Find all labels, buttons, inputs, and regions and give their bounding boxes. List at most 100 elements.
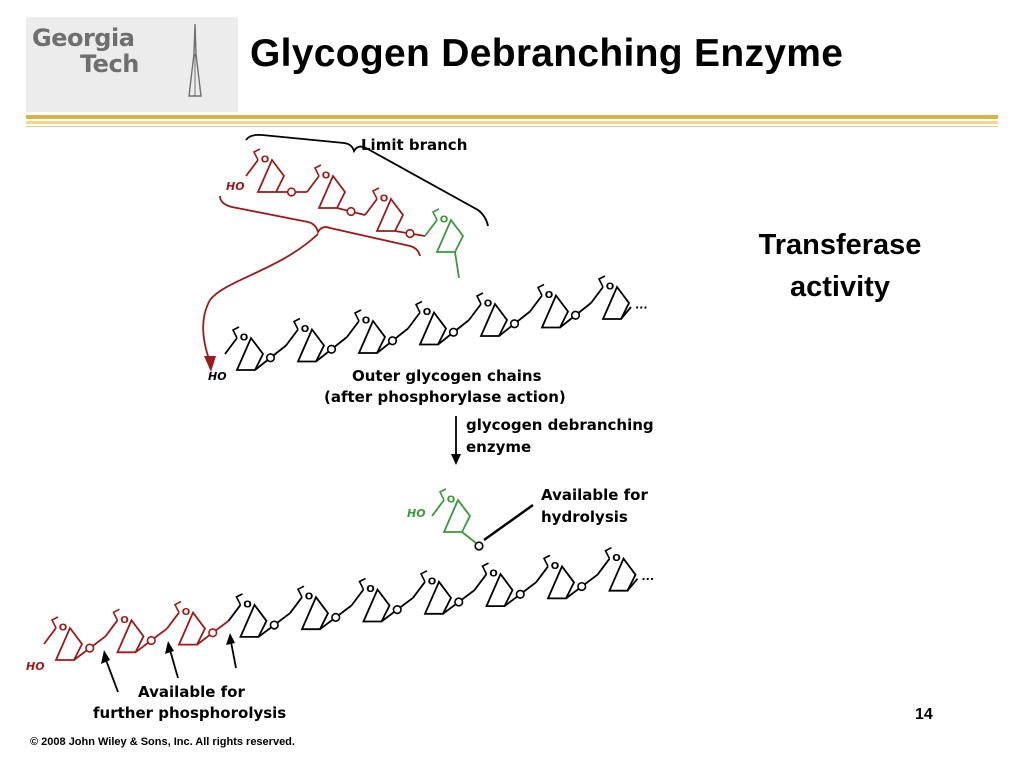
bottom-black-ring-ch2oh — [542, 554, 551, 567]
limit-branch-link-oxygen — [346, 206, 356, 217]
logo-line-1: Georgia — [32, 24, 135, 52]
enzyme-arrowhead — [451, 454, 461, 465]
bottom-black-ring-ch2oh — [604, 546, 612, 560]
phosphorolysis-arrow-3 — [230, 641, 237, 669]
released-glucose-ring-ch2oh — [438, 488, 447, 501]
phosphorolysis-arrowhead-3 — [226, 633, 235, 645]
limit-branch-link-oxygen — [286, 187, 297, 197]
enzyme-label-2: enzyme — [466, 438, 531, 456]
page-title: Glycogen Debranching Enzyme — [250, 32, 844, 75]
limit-branch-ring-ring-oxygen: O — [261, 155, 270, 166]
bottom-black-ring-ch2oh — [235, 593, 243, 606]
released-glucose-ho: HO — [407, 507, 426, 520]
outer-chains-label-1: Outer glycogen chains — [352, 367, 542, 385]
bottom-chain-link-oxygen — [85, 643, 95, 653]
phosphorolysis-arrowhead-1 — [101, 650, 110, 664]
branch-green-ring-ch2oh — [431, 208, 440, 221]
limit-branch-bracket — [245, 133, 489, 227]
outer-chain-link-oxygen — [448, 327, 459, 337]
bottom-chain-link-oxygen — [577, 581, 587, 592]
bottom-black-ring-ch2oh — [296, 585, 305, 598]
outer-chains-label-2: (after phosphorylase action) — [324, 388, 566, 406]
transfer-bracket — [219, 195, 421, 257]
outer-chain-link-oxygen — [509, 319, 520, 329]
limit-branch-link-oxygen — [405, 228, 415, 239]
limit-branch-ring-ring-oxygen: O — [322, 171, 331, 182]
phosphorolysis-arrow-1 — [105, 659, 119, 693]
title-rule — [26, 115, 998, 119]
hydrolysis-label-2: hydrolysis — [541, 508, 628, 526]
bottom-black-ring-ring-oxygen: O — [366, 584, 375, 595]
page-number: 14 — [915, 706, 933, 723]
enzyme-label-1: glycogen debranching — [466, 416, 654, 434]
bottom-red-ring-ch2oh — [50, 616, 59, 629]
bottom-red-ring-ch2oh — [112, 608, 120, 621]
outer-chain-ring-ch2oh — [292, 317, 301, 330]
branch-green-ring-ring-oxygen: O — [440, 215, 449, 226]
bottom-chain-ho: HO — [26, 660, 45, 673]
bottom-chain-link-oxygen — [392, 605, 402, 615]
bottom-black-ring-ring-oxygen: O — [489, 569, 498, 580]
limit-branch-label: Limit branch — [361, 136, 467, 154]
green-to-chain-link — [454, 251, 460, 279]
limit-branch-ho: HO — [226, 180, 245, 193]
logo-line-2: Tech — [80, 50, 139, 78]
bottom-black-ring-ch2oh — [419, 570, 428, 583]
bottom-black-ring-ring-oxygen: O — [428, 576, 437, 587]
logo-tower-icon — [188, 24, 202, 97]
side-caption-line-1: Transferase — [758, 229, 922, 261]
hydrolysis-site-oxygen — [474, 541, 484, 551]
bottom-chain-ellipsis: ··· — [642, 573, 655, 586]
outer-chain-ring-ring-oxygen: O — [484, 299, 493, 310]
bottom-red-ring-ch2oh — [173, 600, 182, 613]
limit-branch-ring-ch2oh — [313, 164, 322, 177]
transfer-arrowhead — [204, 356, 216, 372]
bottom-black-ring-ch2oh — [481, 562, 489, 575]
bottom-red-ring-ring-oxygen: O — [59, 623, 68, 634]
hydrolysis-label-1: Available for — [541, 486, 648, 504]
released-glucose-bond — [461, 531, 477, 544]
bottom-chain-link-oxygen — [208, 628, 218, 638]
limit-branch-ring-ch2oh — [252, 148, 261, 161]
outer-chain-ring-ch2oh — [414, 300, 423, 313]
phosphorolysis-arrow-2 — [169, 649, 179, 679]
bottom-black-ring-ring-oxygen: O — [551, 561, 560, 572]
side-caption-line-2: activity — [790, 271, 890, 303]
outer-chain-link-oxygen — [387, 336, 398, 346]
phosphorolysis-label-2: further phosphorolysis — [93, 704, 286, 722]
bottom-black-ring-ch2oh — [358, 577, 366, 590]
bottom-chain-link-oxygen — [269, 620, 279, 630]
copyright-notice: © 2008 John Wiley & Sons, Inc. All right… — [30, 736, 295, 748]
outer-chain-ring-ch2oh — [353, 309, 362, 322]
outer-chain-ellipsis: ··· — [635, 301, 648, 314]
released-glucose-ring-ring-oxygen: O — [447, 495, 456, 506]
title-rule-light — [26, 121, 998, 124]
bottom-chain-end — [626, 578, 639, 592]
outer-chain-end — [620, 306, 632, 320]
bottom-chain-link-oxygen — [331, 612, 341, 622]
hydrolysis-pointer — [483, 503, 534, 542]
bottom-chain-link-oxygen — [146, 635, 156, 646]
bottom-chain-link-oxygen — [515, 589, 525, 599]
side-caption: Transferase activity — [735, 224, 945, 308]
bottom-chain-link-oxygen — [454, 597, 464, 607]
outer-chain-ring-ring-oxygen: O — [362, 316, 371, 327]
phosphorolysis-arrowhead-2 — [165, 641, 174, 654]
outer-chain-link-oxygen — [326, 344, 337, 354]
transfer-arrow — [202, 233, 319, 363]
bottom-red-ring-ring-oxygen: O — [120, 615, 129, 626]
outer-chain-ring-ch2oh — [536, 283, 545, 296]
logo-box — [26, 17, 238, 112]
outer-chain-link-oxygen — [570, 310, 581, 320]
bottom-black-ring-ring-oxygen: O — [243, 599, 252, 610]
outer-chain-ring-ring-oxygen: O — [301, 324, 310, 335]
outer-chain-ring-ring-oxygen: O — [423, 307, 432, 318]
outer-chain-ring-ch2oh — [597, 275, 606, 288]
bottom-black-ring-ring-oxygen: O — [305, 592, 314, 603]
phosphorolysis-label-1: Available for — [138, 683, 245, 701]
outer-chain-ring-ring-oxygen: O — [240, 333, 249, 344]
limit-branch-ring-ring-oxygen: O — [380, 194, 389, 205]
bottom-red-ring-ring-oxygen: O — [182, 607, 191, 618]
outer-chain-ring-ring-oxygen: O — [545, 290, 554, 301]
